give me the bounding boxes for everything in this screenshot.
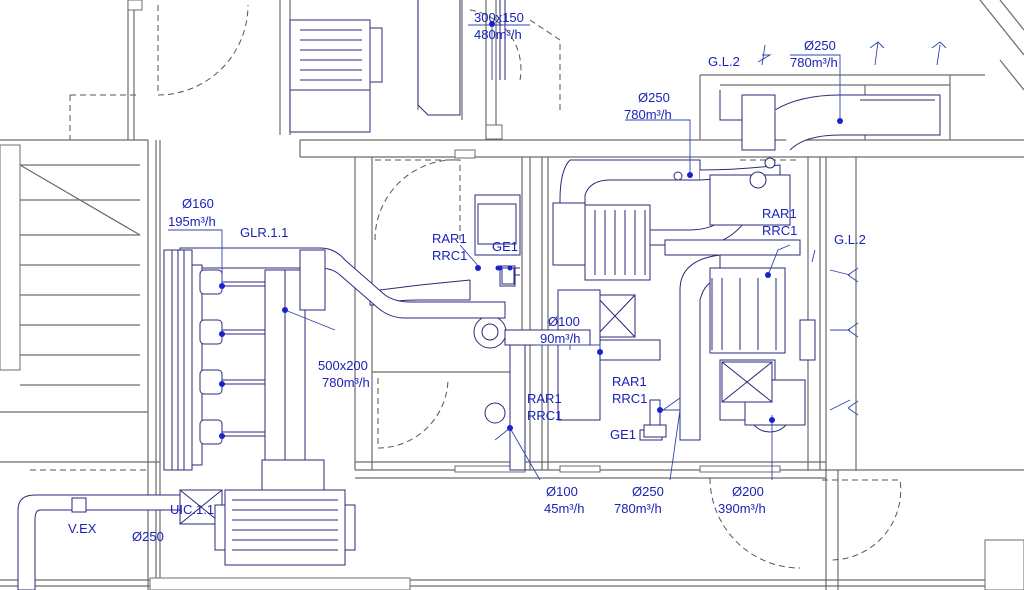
label-duct-500x200: 500x200: [318, 358, 368, 373]
label-d100-bot: Ø100: [546, 484, 578, 499]
label-rar1-c: RAR1: [612, 374, 647, 389]
label-d250-top: Ø250: [804, 38, 836, 53]
label-flow-780-top: 780m³/h: [790, 55, 838, 70]
label-rrc1-b: RRC1: [762, 223, 797, 238]
label-flow-780-bot: 780m³/h: [614, 501, 662, 516]
label-d250-left: Ø250: [132, 529, 164, 544]
label-ge1-a: GE1: [492, 239, 518, 254]
label-flow-195: 195m³/h: [168, 214, 216, 229]
label-flow-780-left: 780m³/h: [322, 375, 370, 390]
label-flow-390: 390m³/h: [718, 501, 766, 516]
label-glr11: GLR.1.1: [240, 225, 288, 240]
labels: 300x150 480m³/h G.L.2 Ø250 780m³/h Ø250 …: [68, 10, 866, 544]
label-uic11: UIC.1.1: [170, 502, 214, 517]
label-rrc1-c: RRC1: [612, 391, 647, 406]
label-rar1-d: RAR1: [527, 391, 562, 406]
label-rrc1-d: RRC1: [527, 408, 562, 423]
label-ge1-b: GE1: [610, 427, 636, 442]
label-flow-480: 480m³/h: [474, 27, 522, 42]
label-d250-bot: Ø250: [632, 484, 664, 499]
label-rar1-b: RAR1: [762, 206, 797, 221]
label-vex: V.EX: [68, 521, 97, 536]
label-d100-mid: Ø100: [548, 314, 580, 329]
label-d200-bot: Ø200: [732, 484, 764, 499]
airflow-arrow-symbols: [757, 41, 947, 416]
leader-lines: [168, 21, 851, 481]
label-d160: Ø160: [182, 196, 214, 211]
label-duct-300x150: 300x150: [474, 10, 524, 25]
label-d250-mid: Ø250: [638, 90, 670, 105]
label-flow-90: 90m³/h: [540, 331, 580, 346]
label-rrc1-a: RRC1: [432, 248, 467, 263]
label-gl2-right: G.L.2: [834, 232, 866, 247]
ductwork: [17, 0, 941, 590]
label-gl2-top: G.L.2: [708, 54, 740, 69]
label-rar1-a: RAR1: [432, 231, 467, 246]
diffuser-row: [199, 269, 265, 445]
label-flow-780-mid: 780m³/h: [624, 107, 672, 122]
label-flow-45: 45m³/h: [544, 501, 584, 516]
